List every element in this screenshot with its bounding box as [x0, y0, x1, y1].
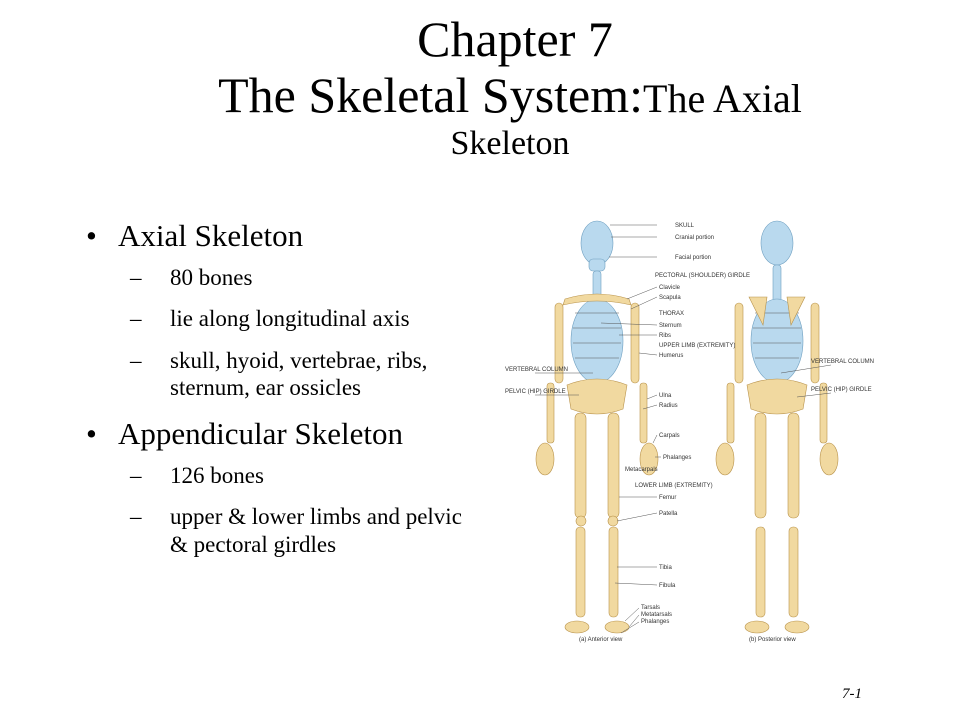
bullet-text: Appendicular Skeleton	[118, 416, 403, 452]
bullet-appendicular-skeleton: • Appendicular Skeleton – 126 bones – uppe…	[82, 416, 482, 558]
bullet-axial-skeleton: • Axial Skeleton – 80 bones – lie along lo…	[82, 218, 482, 402]
label-fibula: Fibula	[659, 583, 676, 589]
dash: –	[130, 462, 142, 488]
label-tibia: Tibia	[659, 565, 672, 571]
label-upper-limb: UPPER LIMB (EXTREMITY)	[659, 343, 735, 349]
label-lower-limb: LOWER LIMB (EXTREMITY)	[635, 483, 713, 489]
label-patella: Patella	[659, 511, 678, 517]
bullet-text: Axial Skeleton	[118, 218, 304, 253]
bullet-dot: •	[86, 218, 97, 253]
sub-bullet: – lie along longitudinal axis	[130, 305, 482, 333]
dash: –	[130, 306, 142, 332]
title-chapter: Chapter 7	[417, 11, 613, 67]
label-pectoral: PECTORAL (SHOULDER) GIRDLE	[655, 273, 750, 279]
bullet-list: • Axial Skeleton – 80 bones – lie along lo…	[82, 218, 482, 572]
slide-title: Chapter 7 The Skeletal System:The Axial …	[0, 12, 960, 163]
label-sternum: Sternum	[659, 323, 682, 329]
label-scapula: Scapula	[659, 295, 681, 301]
sub-text: skull, hyoid, vertebrae, ribs, sternum, …	[170, 347, 428, 401]
label-thorax: THORAX	[659, 311, 684, 317]
title-main: The Skeletal System:	[218, 67, 644, 123]
anterior-skeleton	[535, 220, 659, 634]
label-posterior-view: (b) Posterior view	[749, 637, 796, 643]
label-cranial: Cranial portion	[675, 235, 714, 241]
label-carpals: Carpals	[659, 433, 680, 439]
label-phalanges-hand: Phalanges	[663, 455, 691, 461]
label-ulna: Ulna	[659, 393, 672, 399]
sub-text: 80 bones	[170, 264, 253, 290]
sub-bullet: – skull, hyoid, vertebrae, ribs, sternum,…	[130, 347, 482, 402]
label-humerus: Humerus	[659, 353, 683, 359]
dash: –	[130, 504, 142, 530]
title-main-line: The Skeletal System:The Axial	[60, 68, 960, 122]
label-pelvic-left: PELVIC (HIP) GIRDLE	[505, 389, 566, 395]
label-metacarpals: Metacarpals	[625, 467, 658, 473]
sub-list: – 80 bones – lie along longitudinal axis –…	[118, 264, 482, 402]
label-clavicle: Clavicle	[659, 285, 681, 291]
skeleton-illustration: SKULL Cranial portion Facial portion PEC…	[505, 220, 874, 643]
slide-number: 7-1	[842, 686, 862, 702]
sub-text: lie along longitudinal axis	[170, 306, 410, 332]
title-sub: The Axial	[643, 76, 802, 121]
label-facial: Facial portion	[675, 255, 711, 261]
label-tarsals: Tarsals	[641, 605, 660, 611]
dash: –	[130, 347, 142, 373]
figure-labels: SKULL Cranial portion Facial portion PEC…	[505, 223, 874, 643]
title-skeleton: Skeleton	[450, 125, 570, 162]
sub-bullet: – 80 bones	[130, 264, 482, 292]
bullet-dot: •	[86, 416, 97, 452]
label-metatarsals: Metatarsals	[641, 612, 672, 618]
label-vertebral-right: VERTEBRAL COLUMN	[811, 359, 874, 365]
label-radius: Radius	[659, 403, 678, 409]
label-vertebral-left: VERTEBRAL COLUMN	[505, 367, 568, 373]
label-anterior-view: (a) Anterior view	[579, 637, 623, 643]
sub-text: 126 bones	[170, 462, 264, 488]
sub-list: – 126 bones – upper & lower limbs and pelv…	[118, 462, 482, 559]
label-skull: SKULL	[675, 223, 695, 229]
sub-text: upper & lower limbs and pelvic & pectora…	[170, 504, 462, 557]
label-phalanges-foot: Phalanges	[641, 619, 669, 625]
label-ribs: Ribs	[659, 333, 671, 339]
leader-lines	[535, 224, 832, 634]
label-femur: Femur	[659, 495, 676, 501]
posterior-skeleton	[715, 220, 839, 634]
label-pelvic-right: PELVIC (HIP) GIRDLE	[811, 387, 872, 393]
sub-bullet: – upper & lower limbs and pelvic & pector…	[130, 503, 482, 558]
dash: –	[130, 264, 142, 290]
sub-bullet: – 126 bones	[130, 462, 482, 490]
